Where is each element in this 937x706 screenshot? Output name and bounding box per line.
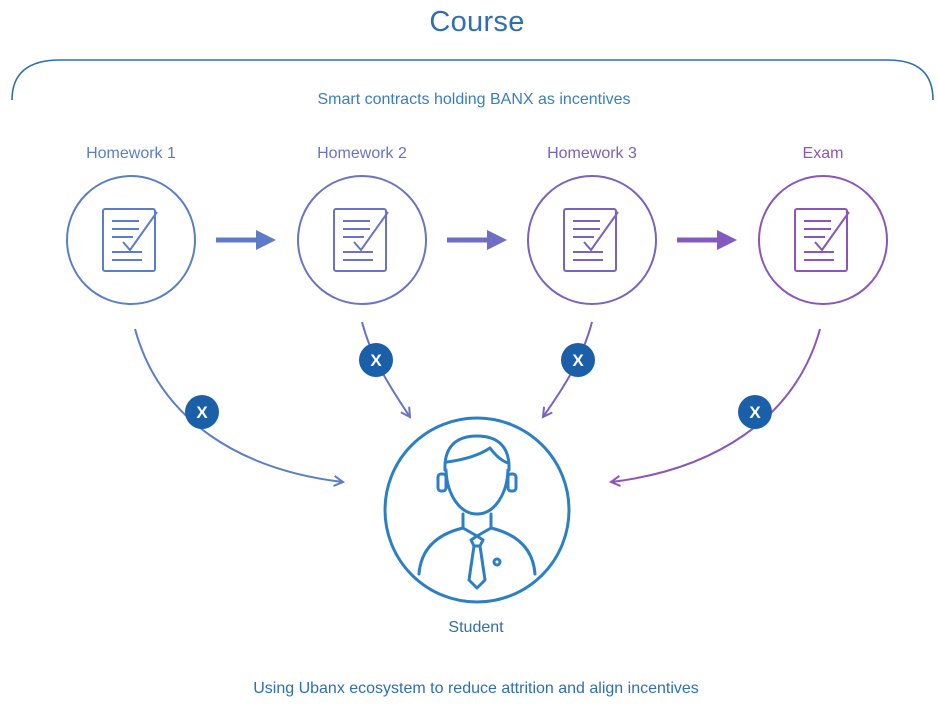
step-node-homework-2 — [297, 175, 427, 305]
diagram-caption: Using Ubanx ecosystem to reduce attritio… — [253, 680, 699, 697]
course-title: Course — [429, 6, 525, 38]
close-icon: X — [561, 343, 595, 377]
student-avatar-icon — [417, 434, 537, 590]
progress-arrow-1-2 — [216, 230, 276, 250]
close-icon: X — [738, 395, 772, 429]
student-node — [383, 416, 571, 604]
svg-text:X: X — [196, 403, 208, 422]
course-bracket — [11, 59, 934, 101]
svg-text:X: X — [370, 351, 382, 370]
step-label-homework-2: Homework 2 — [317, 145, 407, 162]
student-label: Student — [448, 619, 504, 636]
checklist-document-icon — [102, 208, 158, 272]
close-icon: X — [185, 395, 219, 429]
dropout-arrow-homework-1 — [134, 328, 343, 482]
svg-text:X: X — [572, 351, 584, 370]
step-label-exam: Exam — [802, 145, 844, 162]
close-icon: X — [359, 343, 393, 377]
dropout-arrow-exam — [611, 328, 821, 482]
step-node-exam — [758, 175, 888, 305]
progress-arrow-2-3 — [447, 230, 507, 250]
progress-arrow-3-exam — [677, 230, 737, 250]
step-label-homework-3: Homework 3 — [547, 145, 637, 162]
step-node-homework-3 — [527, 175, 657, 305]
step-node-homework-1 — [66, 175, 196, 305]
checklist-document-icon — [563, 208, 619, 272]
checklist-document-icon — [333, 208, 389, 272]
svg-text:X: X — [749, 403, 761, 422]
course-subtitle: Smart contracts holding BANX as incentiv… — [317, 91, 631, 108]
checklist-document-icon — [794, 208, 850, 272]
step-label-homework-1: Homework 1 — [86, 145, 176, 162]
